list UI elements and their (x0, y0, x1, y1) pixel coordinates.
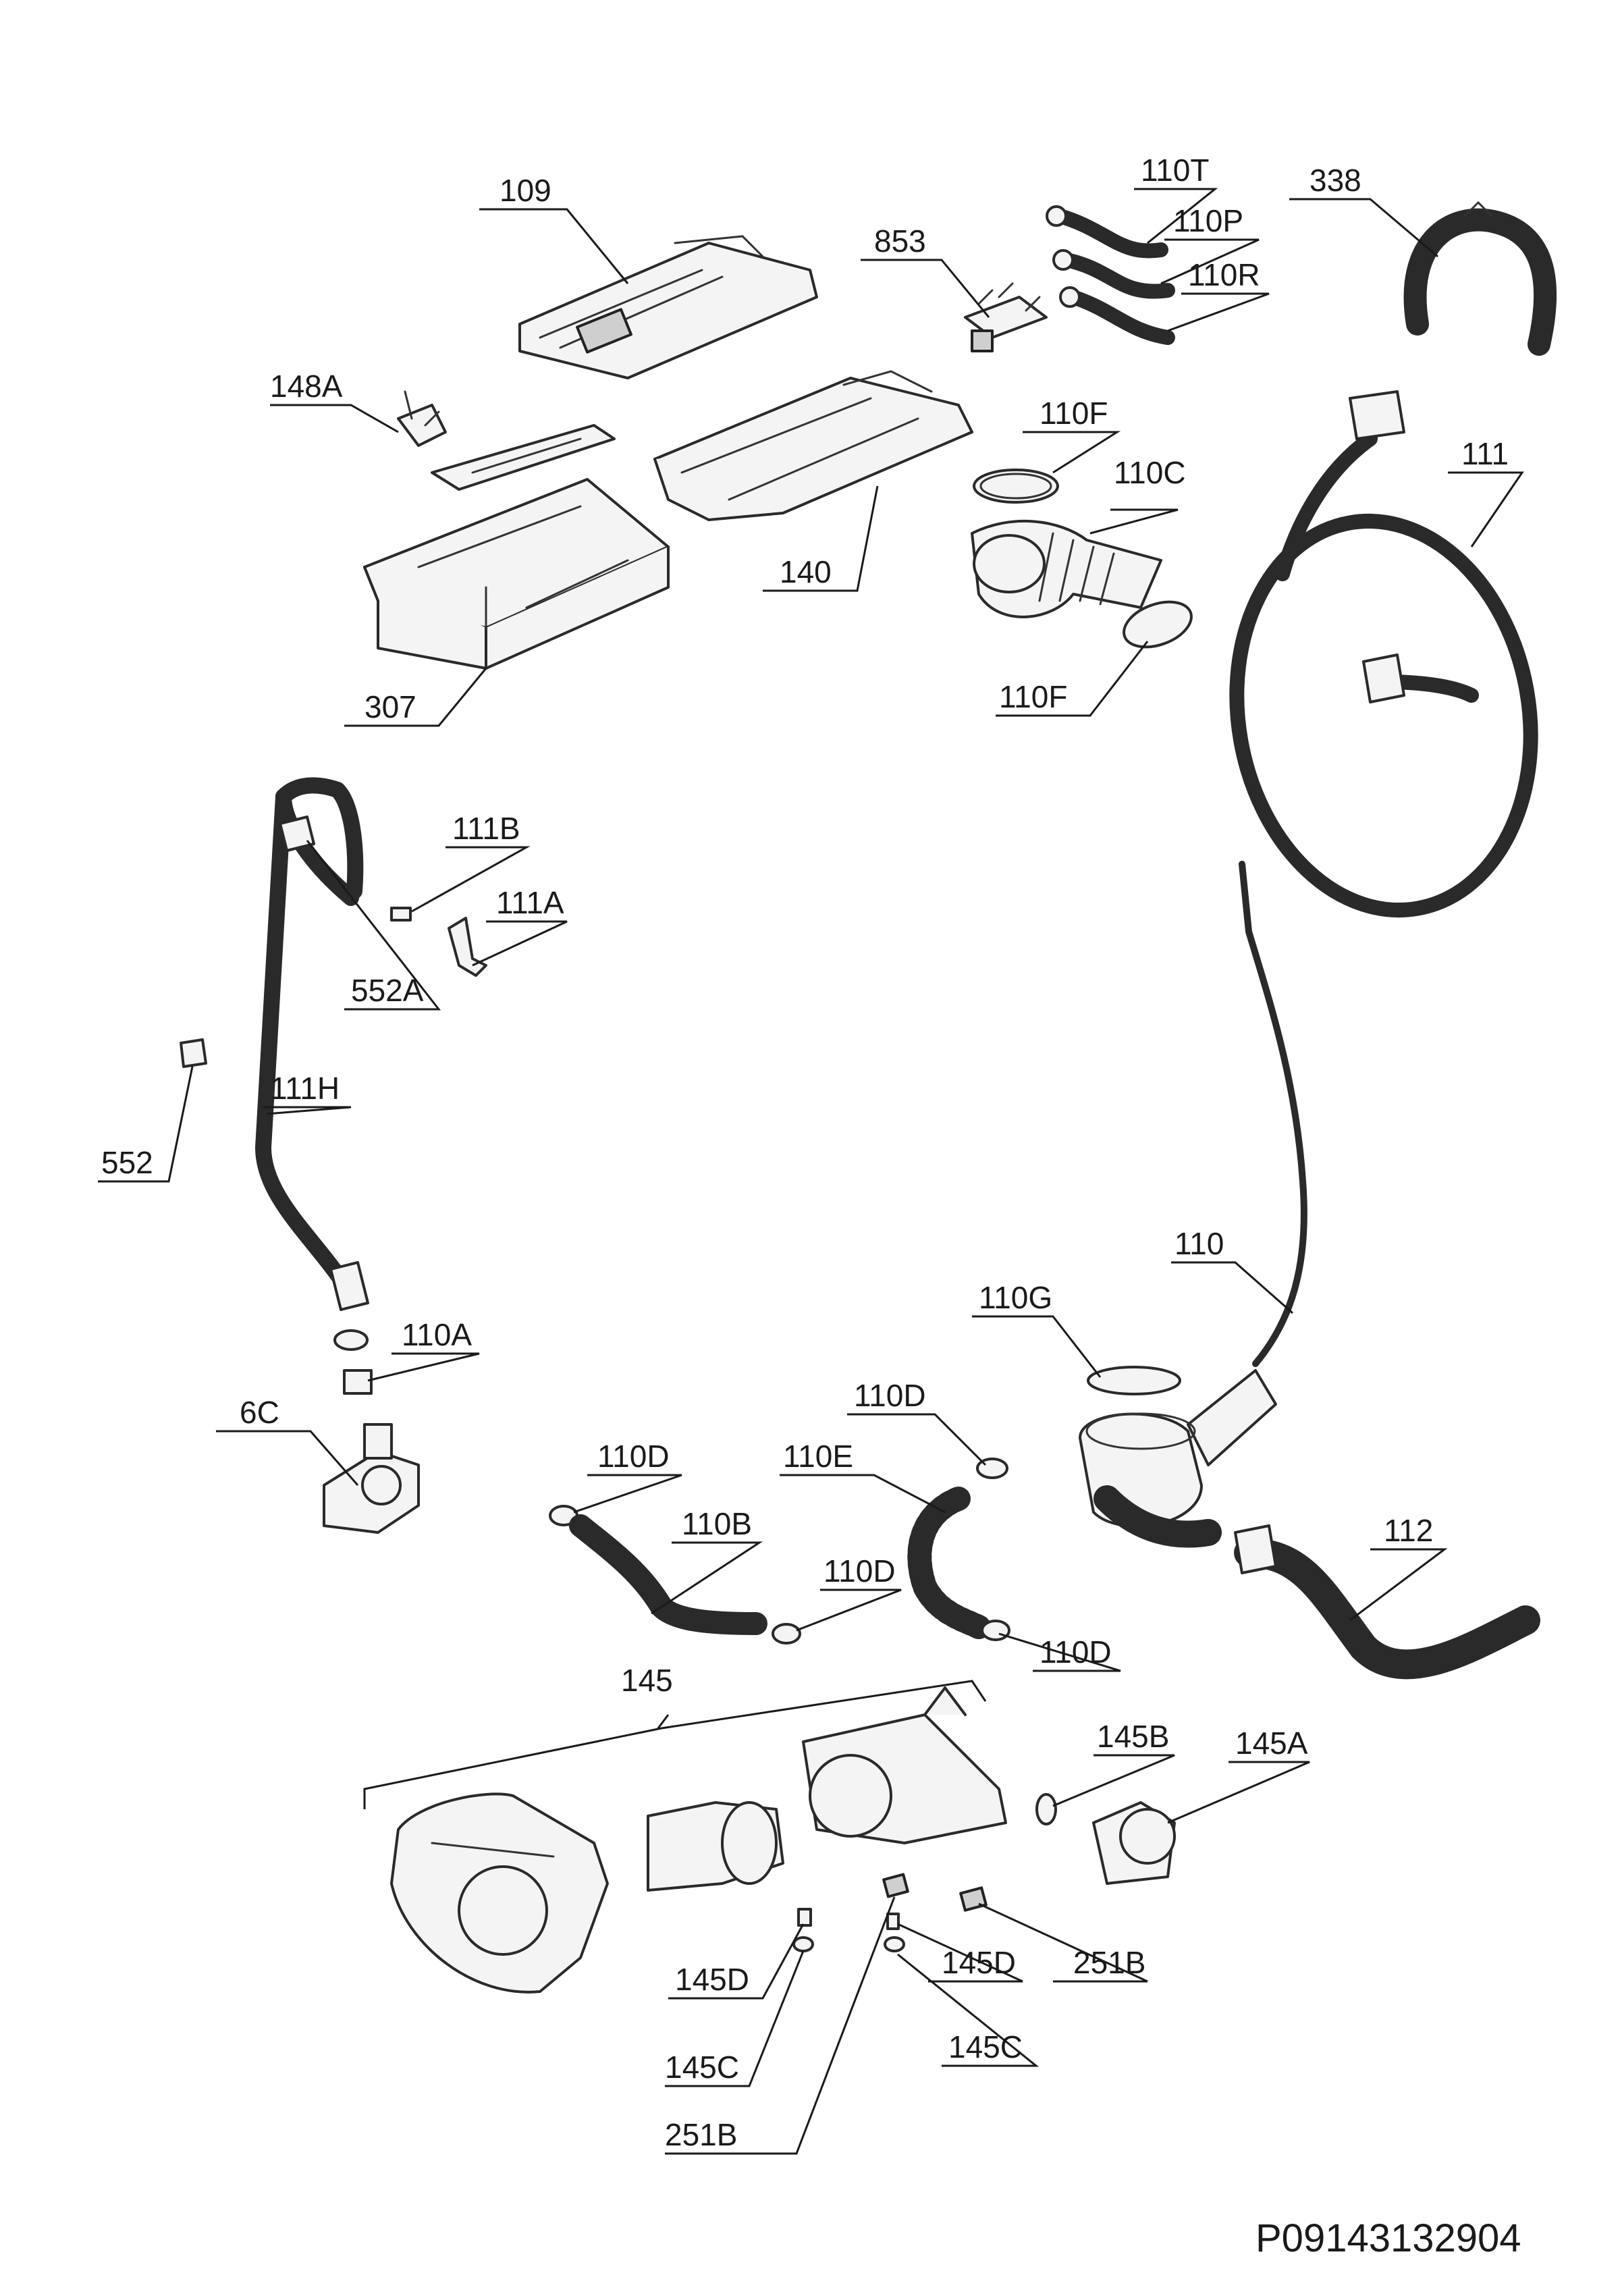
part-112-drain-hose (1234, 1524, 1540, 1680)
label-110D-right: 110D (854, 1378, 926, 1413)
part-145D-left (797, 1908, 812, 1927)
document-code: P09143132904 (1256, 2216, 1521, 2260)
part-552-clip (180, 1038, 207, 1068)
label-110T: 110T (1141, 153, 1209, 188)
part-140-dispenser-housing (653, 370, 973, 521)
label-307: 307 (364, 689, 416, 724)
part-110D-clamp-middle (772, 1623, 801, 1645)
label-110D-bottom: 110D (1040, 1634, 1112, 1670)
label-111A: 111A (496, 885, 564, 920)
label-145D-right: 145D (942, 1945, 1016, 1980)
label-111: 111 (1461, 436, 1509, 471)
part-110D-clamp-bottom (981, 1620, 1010, 1641)
part-110F-seal-bottom (1123, 600, 1193, 649)
part-145C-right (884, 1936, 905, 1952)
label-552A: 552A (351, 973, 424, 1008)
part-552A-clip (279, 816, 315, 852)
label-110F-top: 110F (1040, 396, 1108, 431)
label-109: 109 (500, 173, 551, 208)
leader-lines (98, 188, 1524, 2155)
label-110B: 110B (682, 1506, 752, 1541)
label-145B: 145B (1097, 1719, 1169, 1754)
part-110T-110P-110R-hoses (1046, 205, 1175, 345)
part-drawer-cap (431, 424, 616, 491)
label-251B-left: 251B (665, 2117, 737, 2152)
part-338-hose-guide (1403, 201, 1557, 356)
part-111-inlet-hose (1229, 390, 1538, 918)
part-labels: 109 853 110T 110P 110R 338 148A 110F 110… (101, 153, 1509, 2152)
label-112: 112 (1384, 1513, 1433, 1548)
label-552: 552 (101, 1145, 153, 1180)
part-111B-small-part (390, 907, 412, 922)
part-145-bracket (363, 1680, 987, 1809)
part-110G-ring (1087, 1366, 1181, 1395)
label-111H: 111H (270, 1071, 340, 1106)
label-148A: 148A (270, 369, 343, 404)
label-110C: 110C (1114, 455, 1186, 490)
label-338: 338 (1310, 163, 1361, 198)
part-853-connector (964, 282, 1048, 352)
part-307-detergent-drawer (363, 478, 670, 670)
part-109-dispenser-lid (518, 235, 818, 379)
part-110A-clamp (333, 1329, 373, 1395)
part-145-filter-insert (647, 1801, 784, 1892)
label-853: 853 (874, 223, 926, 259)
label-110: 110 (1174, 1226, 1224, 1261)
part-145C-left (792, 1936, 814, 1952)
part-110F-seal-top (973, 469, 1059, 504)
part-251B-left (882, 1873, 909, 1898)
part-110-sump-tube (1079, 861, 1307, 1548)
label-110R: 110R (1188, 257, 1260, 292)
label-110P: 110P (1173, 203, 1243, 238)
label-145: 145 (621, 1663, 673, 1698)
label-111B: 111B (452, 811, 520, 846)
part-110C-bellows (971, 519, 1162, 618)
label-110G: 110G (979, 1280, 1052, 1315)
part-145-front-housing (390, 1792, 609, 1994)
label-145A: 145A (1235, 1726, 1308, 1761)
part-145D-right (886, 1913, 900, 1930)
label-110D-middle: 110D (824, 1553, 896, 1588)
part-111H-long-hose (255, 777, 369, 1311)
part-145-pump-body (802, 1686, 1007, 1844)
part-110E-corrugated-hose (907, 1487, 991, 1639)
part-6C-pump (323, 1423, 420, 1534)
part-148A-clip (397, 390, 447, 447)
label-6C: 6C (240, 1395, 279, 1430)
part-111A-elbow (448, 917, 487, 977)
label-145C-right: 145C (948, 2029, 1023, 2064)
label-110A: 110A (402, 1317, 472, 1352)
label-110E: 110E (783, 1439, 853, 1474)
part-251B-right (959, 1886, 988, 1912)
part-145A-valve (1092, 1801, 1176, 1885)
label-110F-bottom: 110F (999, 679, 1067, 714)
label-110D-left: 110D (597, 1439, 670, 1474)
part-145B-oring (1035, 1793, 1057, 1825)
label-145C-left: 145C (665, 2050, 739, 2085)
label-251B-right: 251B (1073, 1945, 1145, 1980)
label-140: 140 (780, 554, 832, 589)
label-145D-left: 145D (675, 1962, 749, 1997)
